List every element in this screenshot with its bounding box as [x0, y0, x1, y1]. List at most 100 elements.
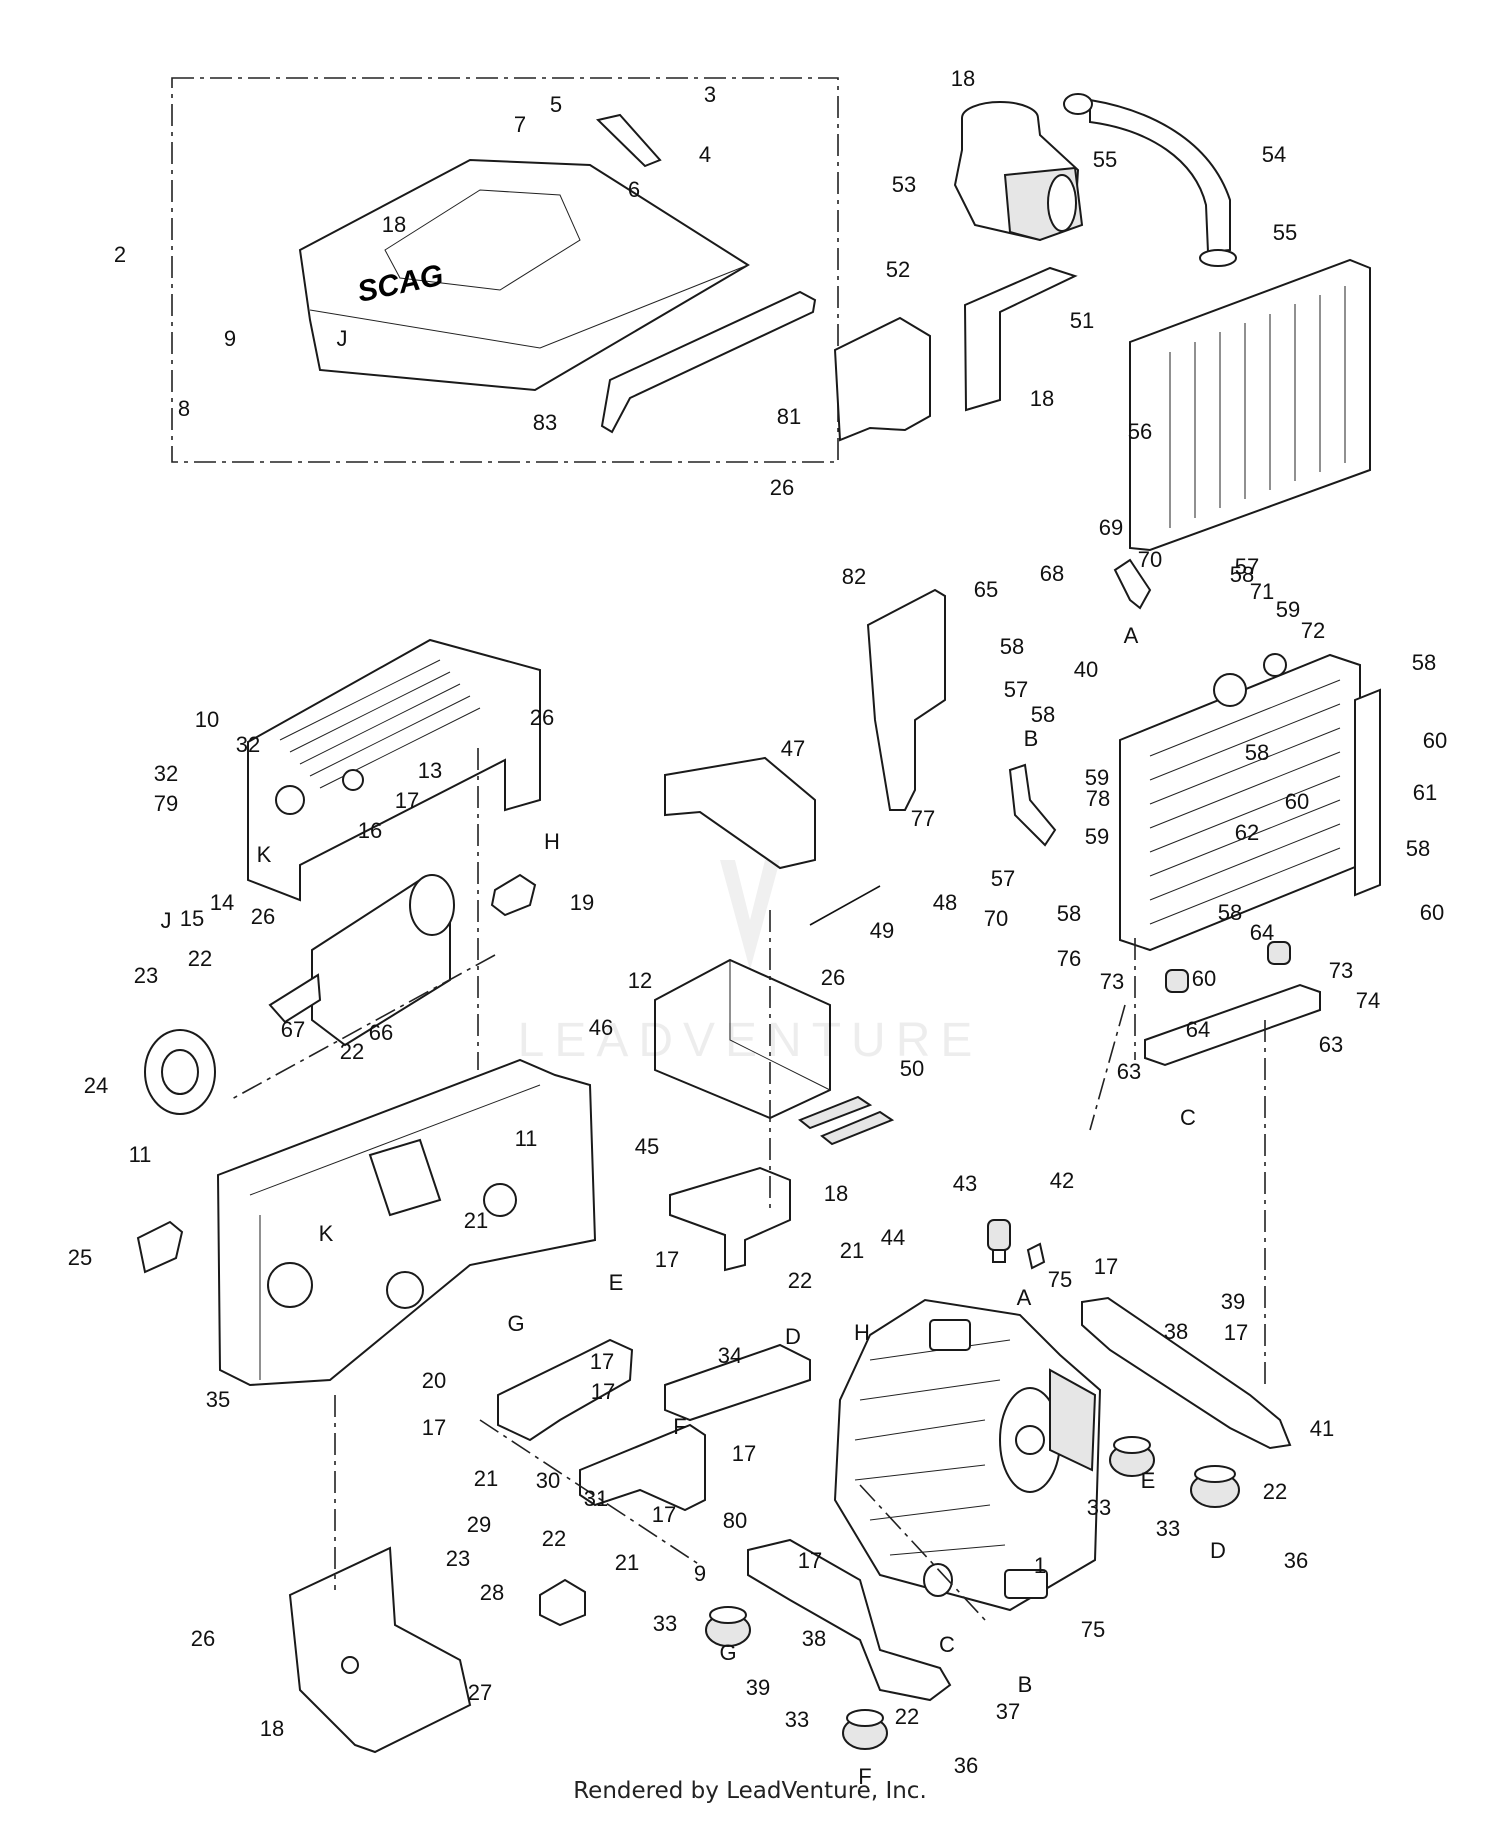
upper-hose — [1113, 558, 1152, 610]
callout-11: 11 — [129, 1142, 152, 1167]
callout-61: 61 — [1413, 780, 1437, 805]
callout-80: 80 — [723, 1508, 747, 1533]
callout-28: 28 — [480, 1580, 504, 1605]
callout-78: 78 — [1086, 786, 1110, 811]
callout-83: 83 — [533, 410, 557, 435]
callout-22: 22 — [188, 946, 212, 971]
callout-18: 18 — [260, 1716, 284, 1741]
callout-1: 1 — [1034, 1553, 1046, 1578]
callout-7: 7 — [514, 112, 526, 137]
callout-17: 17 — [798, 1548, 822, 1573]
reference-letter-b: B — [1024, 726, 1039, 751]
callout-73: 73 — [1100, 969, 1124, 994]
isolator-mount-e — [1109, 1436, 1155, 1477]
callout-23: 23 — [134, 963, 158, 988]
callout-36: 36 — [1284, 1548, 1308, 1573]
callout-33: 33 — [653, 1611, 677, 1636]
callout-20: 20 — [422, 1368, 446, 1393]
callout-69: 69 — [1099, 515, 1123, 540]
radiator-hose — [1089, 98, 1231, 254]
callout-57: 57 — [991, 866, 1015, 891]
callout-44: 44 — [881, 1225, 905, 1250]
reference-letter-c: C — [939, 1632, 955, 1657]
callout-19: 19 — [570, 890, 594, 915]
callout-60: 60 — [1420, 900, 1444, 925]
callout-10: 10 — [195, 707, 219, 732]
callout-3: 3 — [704, 82, 716, 107]
callout-82: 82 — [842, 564, 866, 589]
callout-21: 21 — [464, 1208, 488, 1233]
battery-pads — [798, 1095, 873, 1130]
callout-74: 74 — [1356, 988, 1380, 1013]
callout-65: 65 — [974, 577, 998, 602]
reference-letter-g: G — [507, 1311, 524, 1336]
callout-70: 70 — [1138, 547, 1162, 572]
battery-cover — [664, 756, 816, 870]
callout-2: 2 — [114, 242, 126, 267]
callout-58: 58 — [1230, 562, 1254, 587]
callout-22: 22 — [788, 1268, 812, 1293]
right-engine-mount — [1081, 1296, 1292, 1450]
battery-hold-rod — [809, 885, 881, 926]
lower-mount-bracket — [579, 1423, 706, 1512]
engine — [833, 1298, 1102, 1612]
callout-30: 30 — [536, 1468, 560, 1493]
callout-60: 60 — [1285, 789, 1309, 814]
callout-58: 58 — [1406, 836, 1430, 861]
callout-50: 50 — [900, 1056, 924, 1081]
callout-22: 22 — [895, 1704, 919, 1729]
callout-63: 63 — [1117, 1059, 1141, 1084]
callout-8: 8 — [178, 396, 190, 421]
callout-64: 64 — [1186, 1017, 1210, 1042]
hood: SCAG — [298, 158, 750, 392]
callout-53: 53 — [892, 172, 916, 197]
callout-9: 9 — [224, 326, 236, 351]
callout-41: 41 — [1310, 1416, 1334, 1441]
lower-engine-mount — [747, 1538, 952, 1702]
callout-66: 66 — [369, 1020, 393, 1045]
reference-letter-a: A — [1124, 623, 1139, 648]
callout-67: 67 — [281, 1017, 305, 1042]
callout-77: 77 — [911, 806, 935, 831]
callout-57: 57 — [1004, 677, 1028, 702]
callout-21: 21 — [615, 1550, 639, 1575]
callout-59: 59 — [1085, 765, 1109, 790]
reference-letter-j: J — [337, 326, 348, 351]
callout-37: 37 — [996, 1699, 1020, 1724]
callout-27: 27 — [468, 1680, 492, 1705]
main-frame — [216, 1058, 597, 1387]
callout-32: 32 — [236, 732, 260, 757]
reference-letter-j: J — [161, 908, 172, 933]
callout-60: 60 — [1192, 966, 1216, 991]
latch-bracket — [595, 113, 662, 168]
lower-hose — [1008, 763, 1057, 847]
callout-18: 18 — [824, 1181, 848, 1206]
callout-56: 56 — [1128, 419, 1152, 444]
callout-17: 17 — [422, 1415, 446, 1440]
callout-43: 43 — [953, 1171, 977, 1196]
callout-75: 75 — [1048, 1267, 1072, 1292]
muffler — [268, 874, 455, 1047]
callout-21: 21 — [474, 1466, 498, 1491]
reference-letter-d: D — [1210, 1538, 1226, 1563]
callout-23: 23 — [446, 1546, 470, 1571]
callout-33: 33 — [785, 1707, 809, 1732]
callout-18: 18 — [382, 212, 406, 237]
callout-51: 51 — [1070, 308, 1094, 333]
reference-letter-h: H — [544, 829, 560, 854]
callout-39: 39 — [746, 1675, 770, 1700]
callout-35: 35 — [206, 1387, 230, 1412]
callout-46: 46 — [589, 1015, 613, 1040]
callout-18: 18 — [1030, 386, 1054, 411]
callout-59: 59 — [1085, 824, 1109, 849]
reference-letter-f: F — [673, 1414, 686, 1439]
callout-38: 38 — [802, 1626, 826, 1651]
callout-15: 15 — [180, 906, 204, 931]
callout-17: 17 — [1094, 1254, 1118, 1279]
callout-33: 33 — [1087, 1495, 1111, 1520]
callout-22: 22 — [1263, 1479, 1287, 1504]
callout-18: 18 — [951, 66, 975, 91]
reference-letter-h: H — [854, 1320, 870, 1345]
callout-59: 59 — [1276, 597, 1300, 622]
